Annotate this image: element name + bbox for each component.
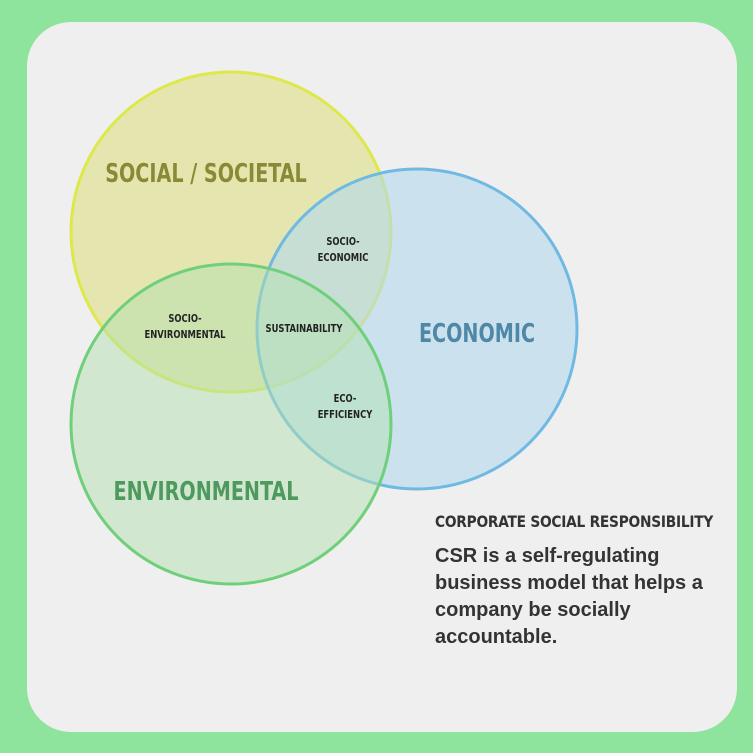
csr-description: CSR is a self-regulating business model …: [435, 545, 703, 648]
svg-text:SOCIO-: SOCIO-: [168, 313, 201, 325]
svg-text:ENVIRONMENTAL: ENVIRONMENTAL: [145, 329, 226, 341]
svg-text:ECO-: ECO-: [334, 393, 357, 405]
socio-economic-label: SOCIO- ECONOMIC: [318, 236, 369, 264]
svg-text:ECONOMIC: ECONOMIC: [318, 252, 369, 264]
environmental-circle: [69, 262, 393, 586]
csr-heading: CORPORATE SOCIAL RESPONSIBILITY: [435, 512, 714, 531]
socio-environmental-label: SOCIO- ENVIRONMENTAL: [145, 313, 226, 341]
csr-info-panel: CORPORATE SOCIAL RESPONSIBILITY CSR is a…: [435, 512, 735, 651]
svg-text:EFFICIENCY: EFFICIENCY: [318, 409, 373, 421]
svg-text:SOCIO-: SOCIO-: [326, 236, 359, 248]
environmental-label: ENVIRONMENTAL: [114, 476, 299, 507]
economic-label: ECONOMIC: [419, 318, 535, 349]
eco-efficiency-label: ECO- EFFICIENCY: [318, 393, 373, 421]
sustainability-label: SUSTAINABILITY: [266, 323, 343, 335]
social-label: SOCIAL / SOCIETAL: [105, 158, 307, 189]
